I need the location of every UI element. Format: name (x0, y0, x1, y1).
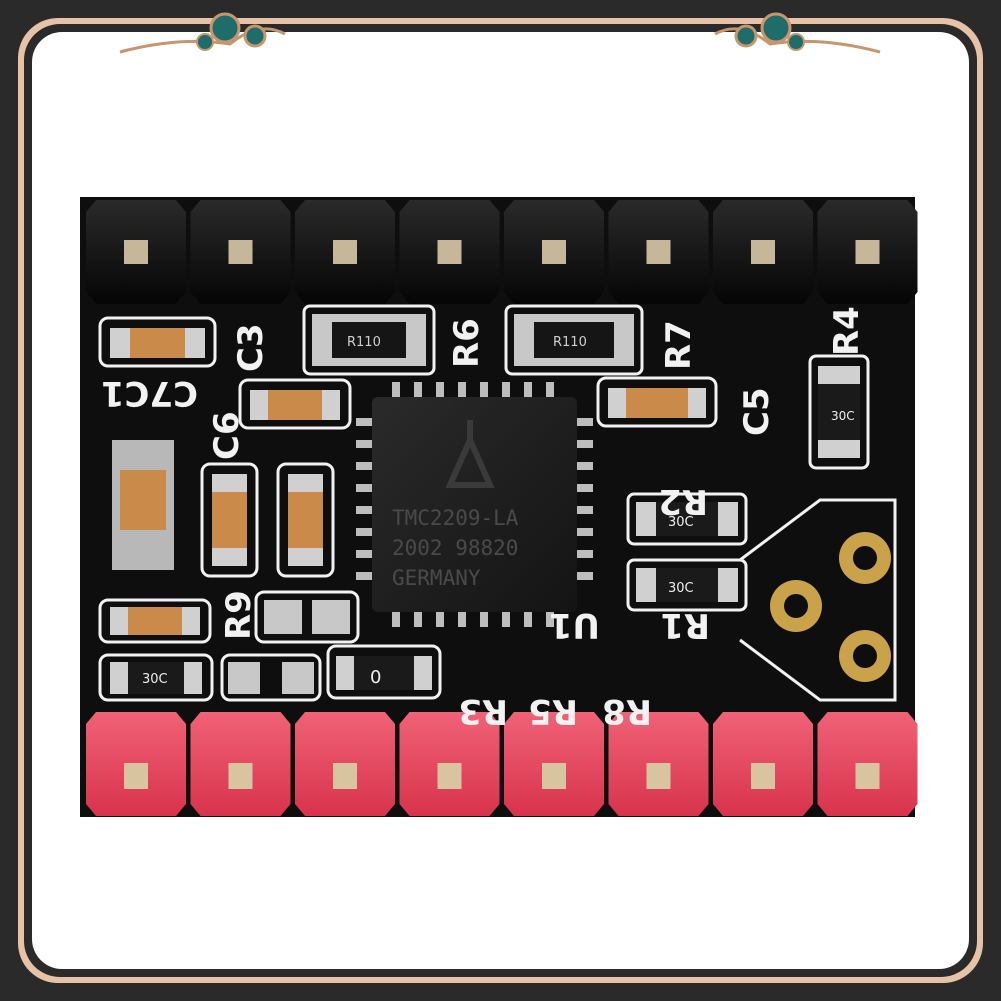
top-pin-header (86, 200, 918, 304)
code-30c-r1: 30C (668, 581, 694, 596)
code-30c-r2: 30C (668, 515, 694, 530)
chip-pad (480, 382, 488, 398)
through-hole-pads (770, 532, 891, 682)
code-30c-r4: 30C (831, 409, 855, 423)
code-r110-a: R110 (347, 335, 381, 350)
label-c6: C6 (207, 411, 247, 460)
resistor-codes: R110 R110 30C 30C 30C 30C 0 (142, 335, 855, 688)
label-r9: R9 (219, 590, 259, 640)
top-pin (855, 240, 880, 264)
label-c3: C3 (231, 323, 271, 372)
code-r110-b: R110 (553, 335, 587, 350)
chip-marking-line-2: 2002 98820 (392, 536, 518, 560)
chip-pad (356, 462, 372, 470)
ornament-left (119, 12, 286, 54)
bottom-pin (124, 763, 148, 789)
chip-pad (356, 550, 372, 558)
top-pin (124, 240, 148, 264)
bottom-pin (228, 763, 253, 789)
chip-marking-line-3: GERMANY (392, 566, 481, 590)
silkscreen-labels: C3 R6 R7 R4 C7C1 C6 C5 R2 R9 U1 R1 R3 R5… (101, 306, 867, 731)
chip-pad (546, 382, 554, 398)
chip-pad (436, 611, 444, 627)
driver-chip: TMC2209-LA 2002 98820 GERMANY (356, 382, 593, 627)
chip-logo (445, 420, 495, 488)
chip-pad (577, 506, 593, 514)
top-pin (333, 240, 357, 264)
chip-pad (356, 528, 372, 536)
label-c5: C5 (737, 387, 777, 436)
top-pin (646, 240, 671, 264)
chip-pad (577, 440, 593, 448)
top-pin (751, 240, 775, 264)
top-pin (228, 240, 253, 264)
label-r5: R5 (528, 691, 578, 731)
chip-pad (414, 382, 422, 398)
chip-pad (392, 611, 400, 627)
chip-pad (577, 462, 593, 470)
chip-pad (356, 484, 372, 492)
chip-pad (458, 382, 466, 398)
label-r7: R7 (659, 320, 699, 370)
bottom-pin (437, 763, 462, 789)
chip-marking-line-1: TMC2209-LA (392, 506, 519, 530)
code-30c-bottom: 30C (142, 672, 168, 687)
label-r1: R1 (660, 605, 710, 645)
top-pin (542, 240, 566, 264)
chip-pad (502, 611, 510, 627)
top-pin (437, 240, 462, 264)
chip-pad (577, 418, 593, 426)
chip-pad (458, 611, 466, 627)
bottom-pin (855, 763, 880, 789)
chip-pad (524, 611, 532, 627)
smd-components (110, 314, 860, 694)
chip-pad (392, 382, 400, 398)
chip-pad (356, 572, 372, 580)
chip-pad (502, 382, 510, 398)
chip-pad (480, 611, 488, 627)
label-r4: R4 (827, 306, 867, 356)
silkscreen-outlines (98, 304, 897, 702)
bottom-pin (751, 763, 775, 789)
chip-pad (577, 528, 593, 536)
chip-pad (546, 611, 554, 627)
bottom-pin-header (86, 712, 918, 816)
label-r3: R3 (458, 691, 508, 731)
chip-pad (436, 382, 444, 398)
label-r8: R8 (602, 691, 652, 731)
code-zero: 0 (370, 667, 381, 688)
bottom-pin (333, 763, 357, 789)
chip-pad (356, 506, 372, 514)
bottom-pin (542, 763, 566, 789)
chip-pad (577, 572, 593, 580)
chip-pad (577, 550, 593, 558)
label-r6: R6 (447, 318, 487, 368)
chip-pad (414, 611, 422, 627)
chip-pad (524, 382, 532, 398)
chip-pad (356, 418, 372, 426)
chip-pad (356, 440, 372, 448)
ornament-right (714, 12, 881, 54)
chip-pad (577, 484, 593, 492)
label-r2: R2 (658, 481, 708, 521)
label-u1: U1 (549, 605, 600, 645)
label-c7c1: C7C1 (101, 373, 198, 413)
bottom-pin (646, 763, 671, 789)
